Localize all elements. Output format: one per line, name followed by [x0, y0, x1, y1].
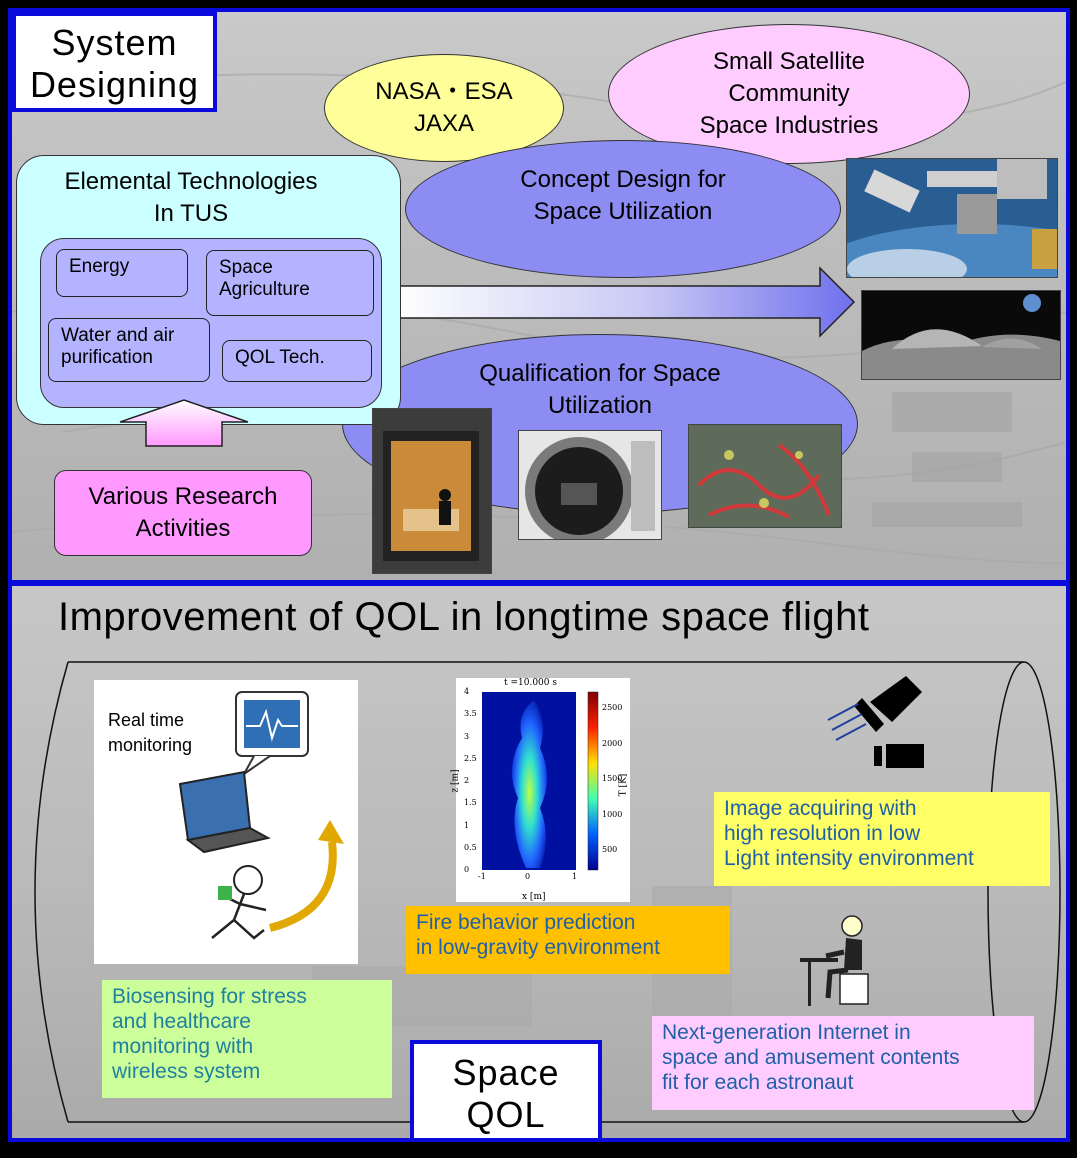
- monitoring-drawing: [178, 691, 344, 940]
- arrow-up: [119, 399, 249, 447]
- fire-plot-colorbar-tick: 500: [602, 845, 618, 854]
- qualification-label: Qualification for Space Utilization: [479, 360, 721, 419]
- concept-design-ellipse: Concept Design for Space Utilization: [405, 140, 841, 278]
- fire-plot-y-tick: 3: [464, 731, 470, 741]
- various-research-box: Various Research Activities: [54, 470, 312, 556]
- fire-plot-y-tick: 1: [464, 820, 470, 830]
- biosensing-note: Biosensing for stress and healthcare mon…: [102, 980, 392, 1098]
- arrow-right: [395, 266, 856, 338]
- space-agriculture-box: Space Agriculture: [206, 250, 374, 316]
- fire-plot-y-tick: 0.5: [464, 842, 477, 852]
- fire-plot-colorbar-tick: 1500: [602, 774, 623, 783]
- image-acquiring-note: Image acquiring with high resolution in …: [714, 792, 1050, 886]
- nasa-esa-jaxa-ellipse: NASA・ESA JAXA: [324, 54, 564, 162]
- fire-behavior-note: Fire behavior prediction in low-gravity …: [406, 906, 730, 974]
- space-station-photo: [846, 158, 1058, 278]
- space-qol-panel: Improvement of QOL in longtime space fli…: [8, 582, 1070, 1142]
- fire-plot-y-label: z [m]: [450, 769, 461, 793]
- water-air-purification-box: Water and air purification: [48, 318, 210, 382]
- system-designing-panel: System Designing NASA・ESA JAXA Small Sat…: [8, 8, 1070, 584]
- vacuum-chamber-photo: [518, 430, 662, 540]
- qol-heading: Improvement of QOL in longtime space fli…: [58, 595, 870, 639]
- next-gen-internet-note: Next-generation Internet in space and am…: [652, 1016, 1034, 1110]
- fire-plot-y-tick: 2.5: [464, 753, 477, 763]
- fire-plot-x-tick: -1: [478, 872, 486, 881]
- fire-plot-y-tick: 0: [464, 865, 470, 874]
- fire-plot-colorbar-tick: 2000: [602, 738, 623, 748]
- lunar-base-photo: [861, 290, 1061, 380]
- fire-plot-drawing: [482, 691, 599, 871]
- real-time-monitoring-label: Real time monitoring: [108, 710, 193, 755]
- fire-plot-y-tick: 3.5: [464, 709, 477, 719]
- system-designing-title: System Designing: [12, 12, 217, 112]
- camera-light-icon: [827, 676, 922, 741]
- fire-plot-time-label: t =10.000 s: [504, 678, 557, 688]
- fire-plot-x-tick: 1: [572, 872, 578, 881]
- qol-tech-box: QOL Tech.: [222, 340, 372, 382]
- fire-plot-colorbar-tick: 2500: [602, 703, 623, 712]
- elemental-technologies-title: Elemental Technologies In TUS: [64, 168, 318, 227]
- space-qol-badge: Space QOL: [410, 1040, 602, 1138]
- fire-plot-y-tick: 2: [464, 776, 470, 785]
- fire-plot-x-label: x [m]: [522, 892, 546, 902]
- fire-plot-x-tick: 0: [525, 872, 531, 881]
- camera-icon: [874, 744, 924, 768]
- fire-plot-y-tick: 1.5: [464, 798, 477, 808]
- small-satellite-ellipse: Small Satellite Community Space Industri…: [608, 24, 970, 164]
- astronaut-desk-icon: [800, 915, 869, 1006]
- energy-box: Energy: [56, 249, 188, 297]
- particle-experiment-photo: [688, 424, 842, 528]
- fire-plot-colorbar-tick: 1000: [602, 809, 623, 819]
- lab-room-photo: [372, 408, 492, 574]
- fire-plot-y-tick: 4: [464, 687, 470, 696]
